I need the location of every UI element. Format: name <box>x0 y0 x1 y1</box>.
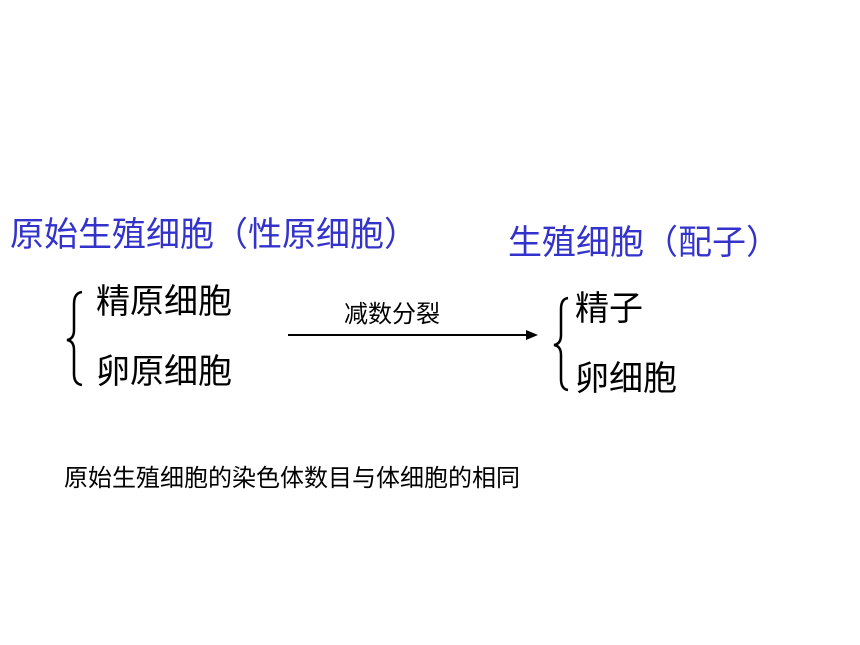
left-brace <box>66 290 83 387</box>
footnote: 原始生殖细胞的染色体数目与体细胞的相同 <box>64 464 520 492</box>
right-item-sperm: 精子 <box>575 289 643 329</box>
right-heading: 生殖细胞（配子） <box>508 223 780 263</box>
left-item-oogonium: 卵原细胞 <box>96 352 232 392</box>
left-heading: 原始生殖细胞（性原细胞） <box>10 215 418 255</box>
right-brace <box>553 296 569 392</box>
arrow-head <box>526 330 538 340</box>
left-item-spermatogonium: 精原细胞 <box>96 282 232 322</box>
right-item-egg-cell: 卵细胞 <box>575 359 677 399</box>
arrow-label: 减数分裂 <box>344 300 440 328</box>
